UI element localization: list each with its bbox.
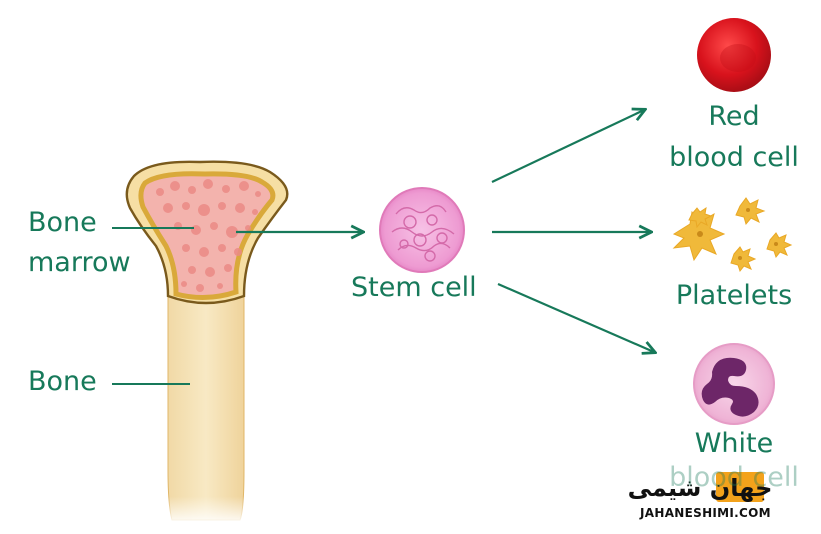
platelets-label: Platelets xyxy=(675,280,793,311)
stem-to-white-arrow xyxy=(497,282,654,352)
watermark-url: JAHANESHIMI.COM xyxy=(640,506,771,520)
svg-text:جهان شیمی: جهان شیمی xyxy=(628,474,773,502)
white-blood-cell-label-line1: White xyxy=(694,428,774,459)
red-blood-cell-icon xyxy=(697,18,771,92)
stem-cell-label: Stem cell xyxy=(351,272,477,303)
bone-marrow-label-line1: Bone xyxy=(28,207,97,238)
red-blood-cell-label-line2: blood cell xyxy=(669,142,799,173)
white-blood-cell-icon xyxy=(693,343,775,425)
stem-cell-icon xyxy=(379,187,465,273)
red-blood-cell-label-line1: Red xyxy=(708,101,760,132)
platelets-icon xyxy=(672,197,793,273)
white-blood-cell-label-line2: blood cell xyxy=(669,462,799,493)
stem-to-red-arrow xyxy=(491,110,644,183)
watermark-logo: جهان شیمی xyxy=(628,472,773,502)
bone-illustration xyxy=(125,160,289,525)
marrow-spots xyxy=(156,179,261,292)
bone-marrow-label-line2: marrow xyxy=(28,247,131,278)
bone-label: Bone xyxy=(28,366,97,397)
